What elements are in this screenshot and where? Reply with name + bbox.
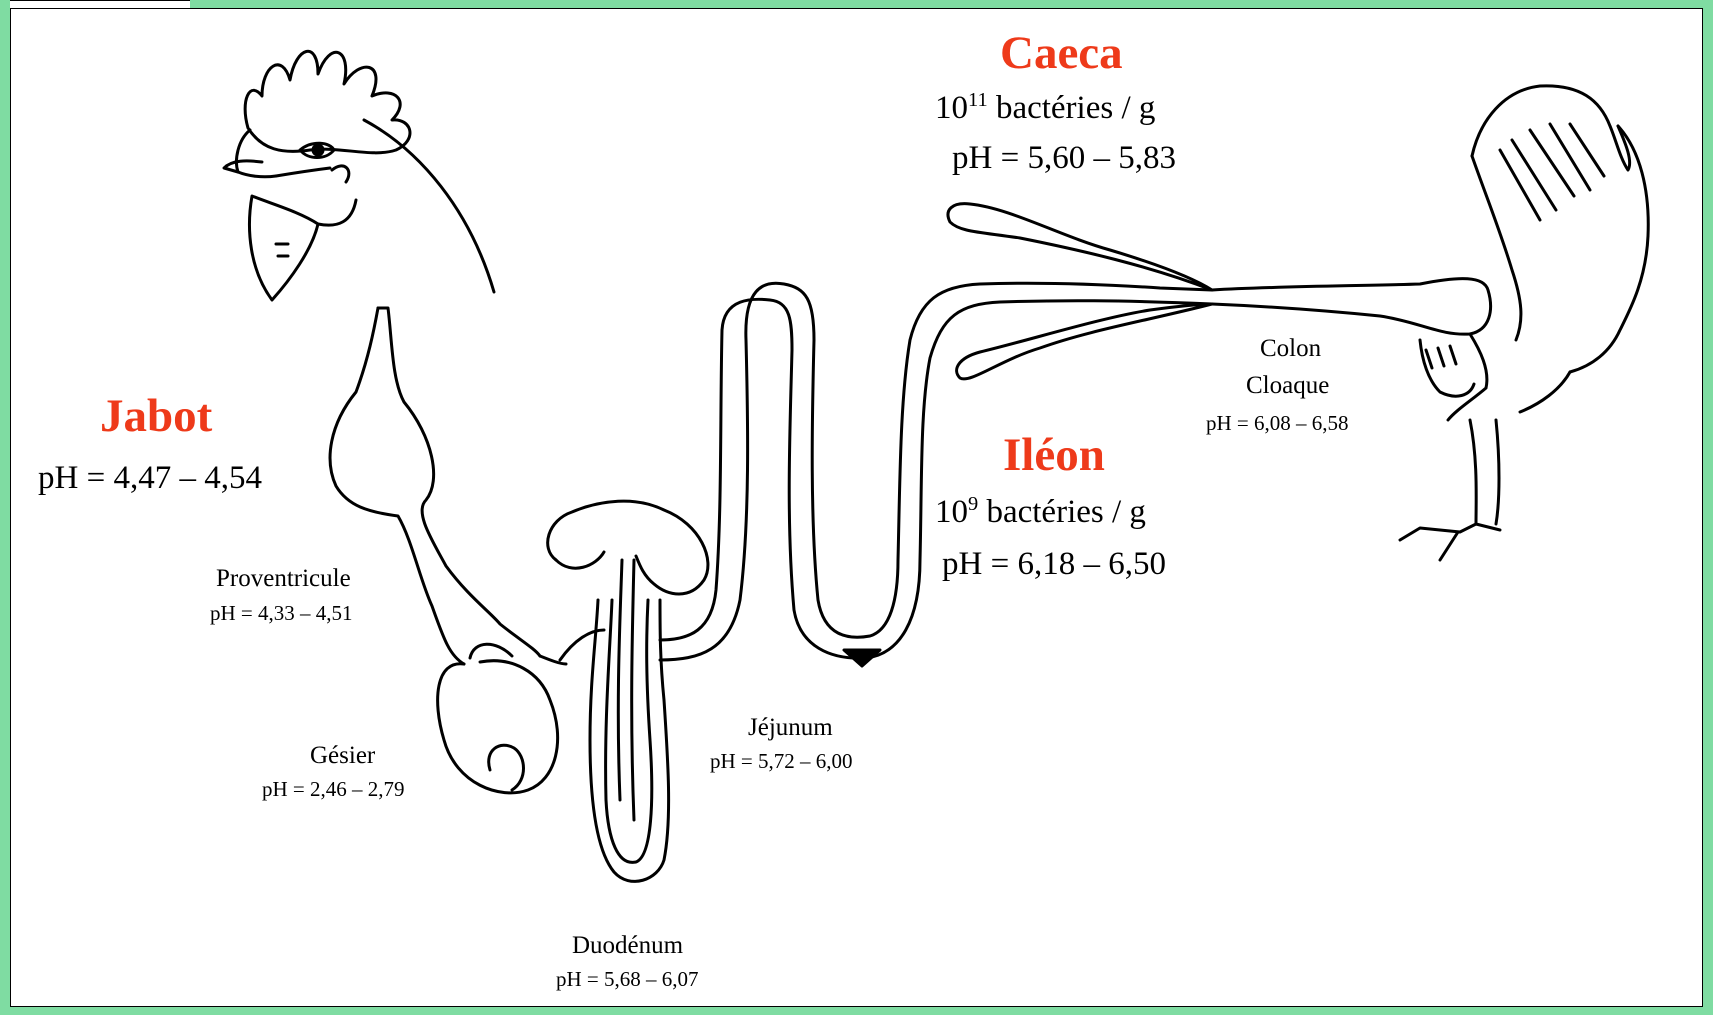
caeca-bacteria-count: 1011 bactéries / g <box>935 88 1155 129</box>
jabot-ph: pH = 4,47 – 4,54 <box>38 458 262 499</box>
caeca-illustration <box>948 204 1212 379</box>
duodenum-loop-illustration <box>540 501 708 881</box>
caeca-count-base: 10 <box>935 90 968 126</box>
duodenum-ph: pH = 5,68 – 6,07 <box>556 966 699 993</box>
caeca-count-unit: bactéries / g <box>988 90 1156 126</box>
ileon-count-unit: bactéries / g <box>978 494 1146 530</box>
duodenum-label: Duodénum <box>572 930 683 963</box>
crop-esophagus-illustration <box>330 308 540 664</box>
ileon-count-base: 10 <box>935 494 968 530</box>
jejunum-label: Jéjunum <box>748 712 833 745</box>
gizzard-illustration <box>438 644 558 793</box>
caeca-title: Caeca <box>1000 30 1123 77</box>
jejunum-ileum-coils-illustration <box>660 283 1212 666</box>
gesier-ph: pH = 2,46 – 2,79 <box>262 776 405 803</box>
jabot-title: Jabot <box>100 393 212 440</box>
colon-label: Colon <box>1260 333 1321 366</box>
colon-ph: pH = 6,08 – 6,58 <box>1206 410 1349 437</box>
rooster-head-illustration <box>224 51 494 300</box>
ileon-bacteria-count: 109 bactéries / g <box>935 492 1146 533</box>
caeca-count-exponent: 11 <box>968 89 988 111</box>
caeca-ph: pH = 5,60 – 5,83 <box>952 138 1176 179</box>
colon-illustration <box>1212 279 1491 335</box>
proventricule-ph: pH = 4,33 – 4,51 <box>210 600 353 627</box>
ileon-title: Iléon <box>1003 432 1105 479</box>
gesier-label: Gésier <box>310 740 375 773</box>
ileon-ph: pH = 6,18 – 6,50 <box>942 544 1166 585</box>
ileon-count-exponent: 9 <box>968 493 978 515</box>
proventricule-label: Proventricule <box>216 563 351 596</box>
cloaque-label: Cloaque <box>1246 370 1329 403</box>
jejunum-ph: pH = 5,72 – 6,00 <box>710 748 853 775</box>
rooster-body-illustration <box>1400 86 1648 560</box>
